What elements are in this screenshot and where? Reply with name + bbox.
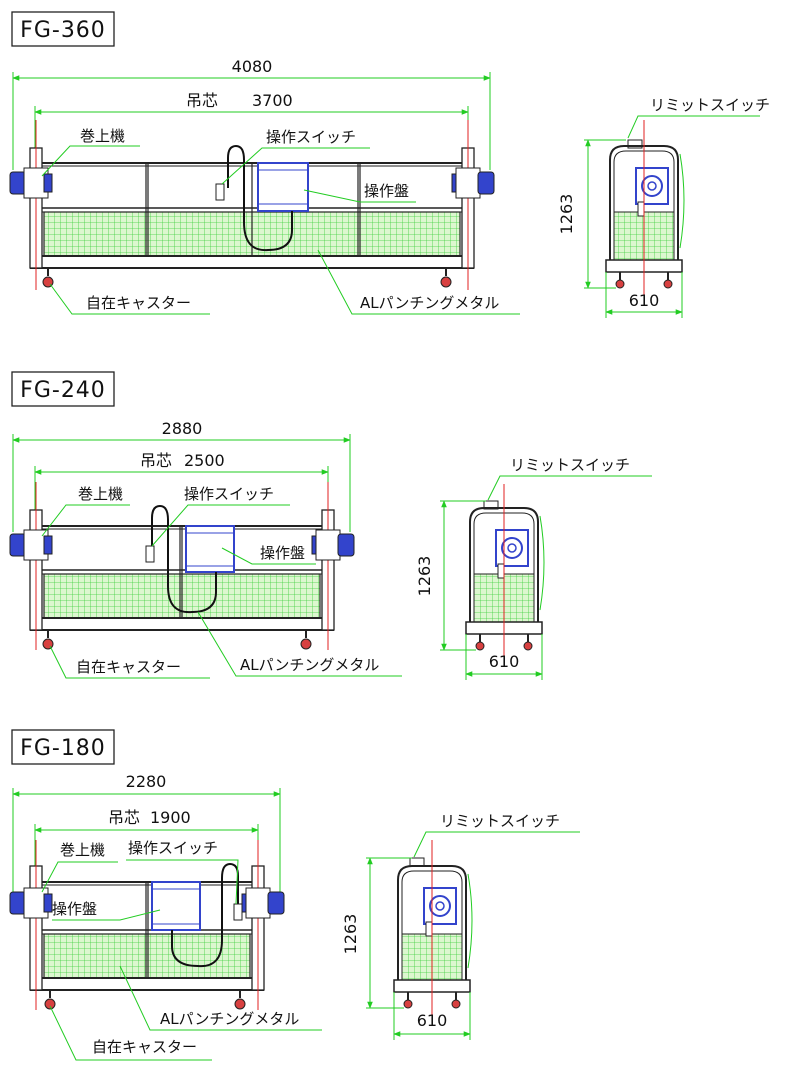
- model-title: FG-180: [20, 736, 106, 761]
- overall-dim-value: 4080: [232, 57, 273, 76]
- winch-right: [241, 887, 285, 919]
- overall-dimension: 2880: [12, 419, 351, 532]
- model-title-box: [11, 371, 115, 407]
- panel-label: 操作盤: [364, 182, 409, 200]
- switch-label: 操作スイッチ: [184, 485, 274, 503]
- winch-label: 巻上機: [78, 485, 123, 503]
- winch-left: [9, 529, 53, 561]
- span-label: 吊芯: [108, 808, 140, 827]
- span-value: 1900: [150, 808, 191, 827]
- drawing-fg-360: FG-360 4080 吊芯 3700: [9, 11, 770, 318]
- winch-right: [311, 529, 355, 561]
- winch-left: [9, 167, 53, 199]
- limit-switch-label: リミットスイッチ: [650, 96, 770, 114]
- winch-label: 巻上機: [80, 127, 125, 145]
- span-dimension: 吊芯 2500: [34, 451, 329, 510]
- platform-side-view: [465, 484, 545, 664]
- mesh-label: ALパンチングメタル: [240, 656, 379, 674]
- switch-cable: [227, 144, 293, 252]
- leaders: [41, 859, 322, 1061]
- overall-dimension: 2280: [12, 772, 281, 892]
- overall-dim-value: 2880: [162, 419, 203, 438]
- caster-right: [300, 630, 312, 650]
- span-value: 2500: [184, 451, 225, 470]
- side-dimensions: [366, 831, 580, 1040]
- width-dim-value: 610: [417, 1011, 448, 1030]
- caster-right: [234, 990, 246, 1010]
- caster-left: [44, 990, 56, 1010]
- switch-cable: [171, 862, 239, 968]
- caster-left: [42, 268, 54, 288]
- overall-dim-value: 2280: [126, 772, 167, 791]
- caster-left: [42, 630, 54, 650]
- caster-label: 自在キャスター: [92, 1038, 197, 1056]
- control-panel: [151, 881, 201, 931]
- side-dimensions: [584, 115, 760, 318]
- model-title-box: [11, 11, 115, 47]
- winch-right: [451, 167, 495, 199]
- limit-switch-label: リミットスイッチ: [510, 456, 630, 474]
- switch-cable: [151, 504, 217, 614]
- platform-front-view: [9, 120, 495, 290]
- model-title: FG-360: [20, 18, 106, 43]
- limit-switch-label: リミットスイッチ: [440, 812, 560, 830]
- control-panel: [185, 525, 235, 573]
- leaders: [41, 145, 520, 315]
- mesh-label: ALパンチングメタル: [160, 1010, 299, 1028]
- switch-pendant: [215, 183, 225, 201]
- model-title-box: [11, 729, 115, 765]
- platform-front-view: [9, 482, 355, 650]
- width-dim-value: 610: [489, 652, 520, 671]
- platform-side-view: [605, 120, 685, 300]
- drawing-fg-180: FG-180 2280 吊芯 1900: [9, 729, 580, 1061]
- leaders: [41, 504, 402, 679]
- caster-right: [440, 268, 452, 288]
- span-dimension: 吊芯 3700: [34, 91, 469, 150]
- drawing-fg-240: FG-240 2880 吊芯 2500: [9, 371, 652, 680]
- switch-label: 操作スイッチ: [128, 839, 218, 857]
- switch-label: 操作スイッチ: [266, 128, 356, 146]
- overall-dimension: 4080: [12, 57, 491, 170]
- caster-label: 自在キャスター: [86, 294, 191, 312]
- height-dim-value: 1263: [557, 194, 576, 235]
- mesh-label: ALパンチングメタル: [360, 294, 499, 312]
- span-label: 吊芯: [140, 451, 172, 470]
- switch-pendant: [145, 545, 155, 563]
- winch-label: 巻上機: [60, 841, 105, 859]
- width-dim-value: 610: [629, 291, 660, 310]
- model-title: FG-240: [20, 378, 106, 403]
- span-label: 吊芯: [186, 91, 218, 110]
- platform-side-view: [393, 840, 473, 1022]
- side-dimensions: [440, 475, 652, 680]
- switch-pendant: [233, 903, 243, 921]
- height-dim-value: 1263: [341, 914, 360, 955]
- height-dim-value: 1263: [415, 556, 434, 597]
- panel-label: 操作盤: [260, 544, 305, 562]
- winch-left: [9, 887, 53, 919]
- control-panel: [257, 162, 309, 212]
- caster-label: 自在キャスター: [76, 658, 181, 676]
- platform-front-view: [9, 840, 285, 1010]
- panel-label: 操作盤: [52, 900, 97, 918]
- span-value: 3700: [252, 91, 293, 110]
